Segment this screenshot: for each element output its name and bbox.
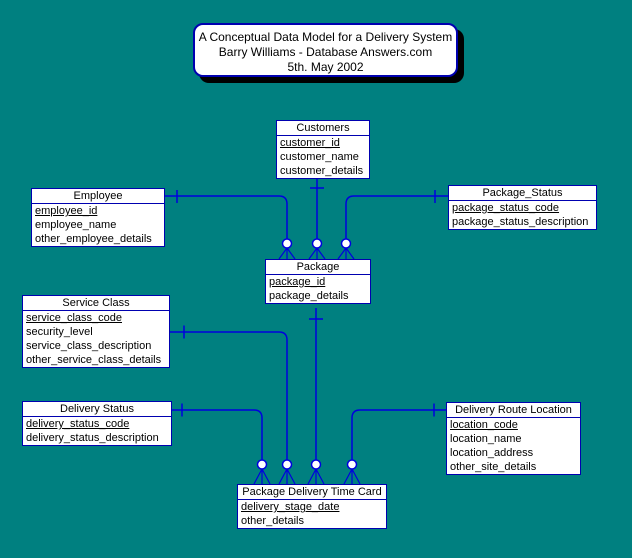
- entity-attributes: package_id package_details: [266, 275, 370, 303]
- entity-title: Package Delivery Time Card: [238, 485, 386, 500]
- attribute-customer_id: customer_id: [280, 137, 340, 149]
- optionality-circle: [346, 459, 358, 470]
- attribute-other_employee_details: other_employee_details: [35, 233, 152, 245]
- crow-foot: [337, 247, 355, 260]
- attribute-delivery_status_description: delivery_status_description: [26, 432, 159, 444]
- attribute-service_class_description: service_class_description: [26, 340, 152, 352]
- entity-title: Employee: [32, 189, 164, 204]
- attribute-delivery_status_code: delivery_status_code: [26, 418, 130, 430]
- entity-title: Customers: [277, 121, 369, 136]
- relationship-delivery-status-timecard: [170, 403, 271, 485]
- attribute-package_status_code: package_status_code: [452, 202, 560, 214]
- entity-attributes: customer_id customer_name customer_details: [277, 136, 369, 178]
- attribute-employee_name: employee_name: [35, 219, 117, 231]
- attribute-service_class_code: service_class_code: [26, 312, 122, 324]
- entity-attributes: service_class_code security_level service_…: [23, 311, 169, 367]
- attribute-location_name: location_name: [450, 433, 522, 445]
- entity-title: Delivery Status: [23, 402, 171, 417]
- entity-attributes: location_code location_name location_addre…: [447, 418, 580, 474]
- note-line-date: 5th. May 2002: [287, 60, 364, 74]
- entity-title: Package_Status: [449, 186, 596, 201]
- relationship-route-location-timecard: [343, 403, 446, 485]
- entity-attributes: employee_id employee_name other_employee_d…: [32, 204, 164, 246]
- entity-package-delivery-time-card: Package Delivery Time Card delivery_stag…: [237, 484, 387, 529]
- relationship-customers-package: [308, 178, 326, 260]
- entity-title: Service Class: [23, 296, 169, 311]
- attribute-other_service_class_details: other_service_class_details: [26, 354, 162, 366]
- entity-package: Package package_id package_details: [265, 259, 371, 304]
- attribute-other_site_details: other_site_details: [450, 461, 537, 473]
- crow-foot: [308, 247, 326, 260]
- note-line-title: A Conceptual Data Model for a Delivery S…: [198, 30, 453, 44]
- entity-attributes: package_status_code package_status_descri…: [449, 201, 596, 229]
- entity-attributes: delivery_status_code delivery_status_desc…: [23, 417, 171, 445]
- crow-foot: [253, 468, 271, 485]
- entity-title: Package: [266, 260, 370, 275]
- attribute-customer_name: customer_name: [280, 151, 359, 163]
- crow-foot: [278, 468, 296, 485]
- optionality-circle: [310, 459, 322, 470]
- entity-service-class: Service Class service_class_code security…: [22, 295, 170, 368]
- note-line-author: Barry Williams - Database Answers.com: [218, 45, 433, 59]
- crow-foot: [343, 468, 361, 485]
- crow-foot: [307, 468, 325, 485]
- attribute-customer_details: customer_details: [280, 165, 364, 177]
- title-note: A Conceptual Data Model for a Delivery S…: [193, 23, 458, 77]
- crow-foot: [278, 247, 296, 260]
- optionality-circle: [256, 459, 268, 470]
- relationship-service-class-timecard: [168, 325, 296, 485]
- attribute-package_details: package_details: [269, 290, 349, 302]
- relationship-package-timecard: [307, 308, 325, 485]
- entity-attributes: delivery_stage_date other_details: [238, 500, 386, 528]
- attribute-delivery_stage_date: delivery_stage_date: [241, 501, 340, 513]
- attribute-location_code: location_code: [450, 419, 518, 431]
- attribute-employee_id: employee_id: [35, 205, 98, 217]
- attribute-security_level: security_level: [26, 326, 93, 338]
- entity-title: Delivery Route Location: [447, 403, 580, 418]
- relationship-employee-package: [163, 190, 296, 260]
- attribute-location_address: location_address: [450, 447, 534, 459]
- attribute-other_details: other_details: [241, 515, 304, 527]
- optionality-circle: [281, 238, 293, 249]
- optionality-circle: [311, 238, 323, 249]
- relationship-package-status-package: [337, 190, 448, 260]
- attribute-package_id: package_id: [269, 276, 326, 288]
- entity-employee: Employee employee_id employee_name other_e…: [31, 188, 165, 247]
- attribute-package_status_description: package_status_description: [452, 216, 589, 228]
- optionality-circle: [281, 459, 293, 470]
- optionality-circle: [340, 238, 352, 249]
